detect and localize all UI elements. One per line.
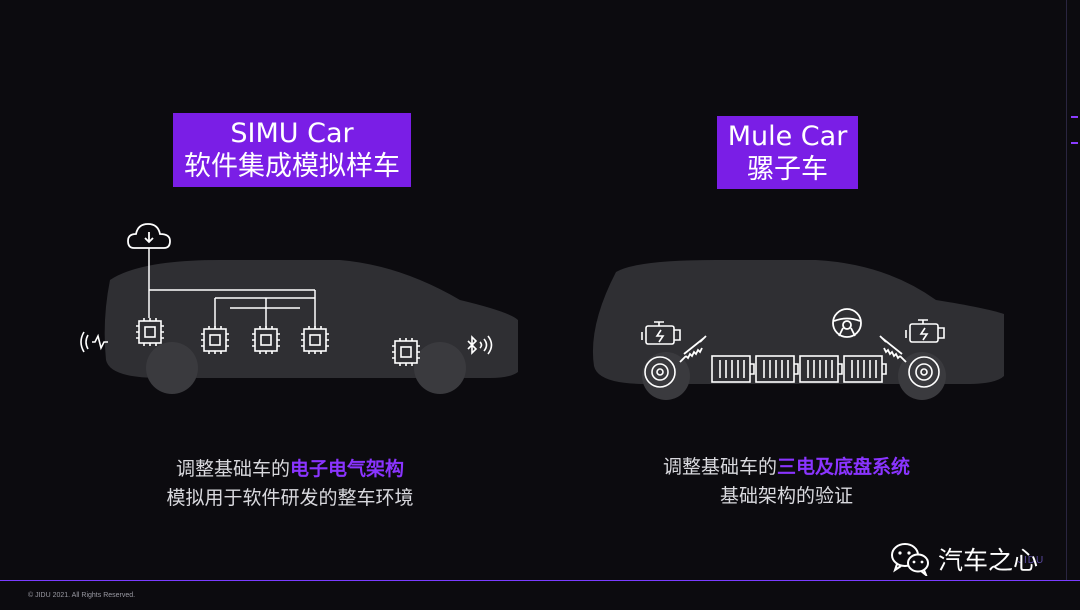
battery-pack-icon [711, 355, 755, 383]
battery-pack-icon [755, 355, 799, 383]
mule-caption: 调整基础车的三电及底盘系统 基础架构的验证 [634, 453, 939, 511]
battery-pack-icon [799, 355, 843, 383]
simu-caption-line1: 调整基础车的电子电气架构 [140, 455, 440, 484]
simu-caption-line2: 模拟用于软件研发的整车环境 [166, 487, 414, 509]
mule-title-zh: 骡子车 [747, 153, 828, 185]
chip-icon [252, 326, 280, 354]
wiring-lines [148, 248, 316, 328]
wechat-account-name: 汽车之心 [938, 546, 1039, 575]
chip-icon [201, 326, 229, 354]
mule-car-title: Mule Car 骡子车 [717, 116, 858, 189]
battery-pack-icon [843, 355, 887, 383]
mule-caption-line2: 基础架构的验证 [719, 485, 853, 507]
chip-icon [136, 318, 164, 346]
simu-caption-prefix: 调整基础车的 [175, 458, 290, 480]
shock-absorber-icon [879, 335, 907, 363]
mule-caption-line1: 调整基础车的三电及底盘系统 [634, 453, 939, 482]
mule-car-illustration [592, 260, 1004, 400]
simu-caption: 调整基础车的电子电气架构 模拟用于软件研发的整车环境 [140, 455, 440, 513]
bottom-divider-line [0, 580, 1080, 581]
mule-rear-wheel [898, 352, 946, 400]
engine-icon [905, 319, 945, 343]
steering-wheel-icon [832, 308, 862, 338]
copyright-footer: © JIDU 2021. All Rights Reserved. [28, 592, 136, 599]
simu-front-wheel [146, 342, 198, 394]
wechat-watermark: 汽车之心 [890, 539, 1038, 579]
shock-absorber-icon [679, 335, 707, 363]
simu-title-zh: 软件集成模拟样车 [184, 151, 400, 182]
engine-icon [641, 321, 681, 345]
simu-rear-wheel [414, 342, 466, 394]
cloud-download-icon [127, 223, 171, 249]
mule-caption-prefix: 调整基础车的 [662, 456, 777, 478]
mule-caption-highlight: 三电及底盘系统 [777, 456, 911, 478]
right-border-line [1066, 0, 1067, 580]
wechat-icon [891, 543, 929, 576]
simu-title-en: SIMU Car [230, 118, 354, 149]
brake-disc-icon [644, 356, 676, 388]
brake-disc-icon [908, 356, 940, 388]
simu-caption-highlight: 电子电气架构 [290, 458, 405, 480]
mule-front-wheel [642, 352, 690, 400]
signal-wave-icon [80, 331, 108, 353]
chip-icon [301, 326, 329, 354]
mule-title-en: Mule Car [727, 120, 848, 152]
simu-car-illustration [80, 223, 518, 394]
simu-car-title: SIMU Car 软件集成模拟样车 [173, 113, 411, 187]
chip-icon [392, 338, 420, 366]
faint-brand-mark: JIDU [1018, 555, 1045, 566]
bluetooth-signal-icon [467, 335, 493, 355]
right-tick-marks [1071, 116, 1079, 146]
